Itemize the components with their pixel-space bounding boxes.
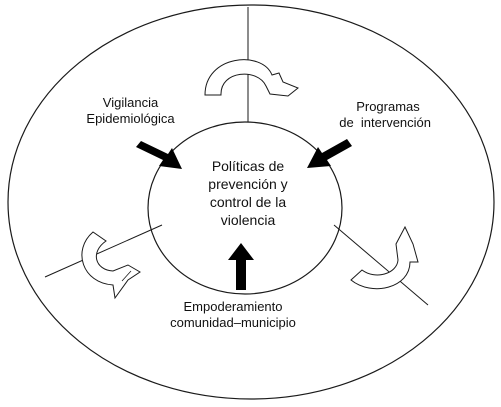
curved-cycle-arrow-icon-top	[204, 59, 299, 97]
bold-arrow-icon-right	[307, 139, 352, 168]
center-line-2: prevención y	[208, 176, 288, 192]
outer-ellipse	[7, 4, 495, 400]
label-vigilancia-line-2: Epidemiológica	[86, 111, 175, 126]
center-title: Políticas de prevención y control de la …	[178, 157, 318, 229]
bold-arrow-icon-left	[136, 141, 182, 169]
label-programas-line-1: Programas	[356, 99, 420, 114]
label-empoderamiento: Empoderamiento comunidad–municipio	[158, 299, 308, 331]
curved-cycle-arrow-icon-left	[81, 231, 141, 300]
label-vigilancia-line-1: Vigilancia	[102, 95, 159, 110]
label-empoderamiento-line-2: comunidad–municipio	[170, 315, 296, 330]
divider-line-right	[333, 224, 429, 306]
label-vigilancia: Vigilancia Epidemiológica	[83, 95, 178, 127]
curved-cycle-arrow-icon-right	[350, 225, 419, 290]
divider-tick	[121, 270, 132, 282]
divider-line-left	[44, 224, 163, 278]
label-programas-line-2: de intervención	[339, 115, 431, 130]
bold-arrow-icon-bottom	[228, 243, 254, 290]
center-line-1: Políticas de	[211, 158, 285, 174]
center-line-4: violencia	[220, 212, 276, 228]
label-empoderamiento-line-1: Empoderamiento	[183, 299, 283, 314]
center-line-3: control de la	[209, 194, 287, 210]
label-programas: Programas de intervención	[325, 99, 431, 131]
inner-ellipse	[147, 121, 343, 295]
